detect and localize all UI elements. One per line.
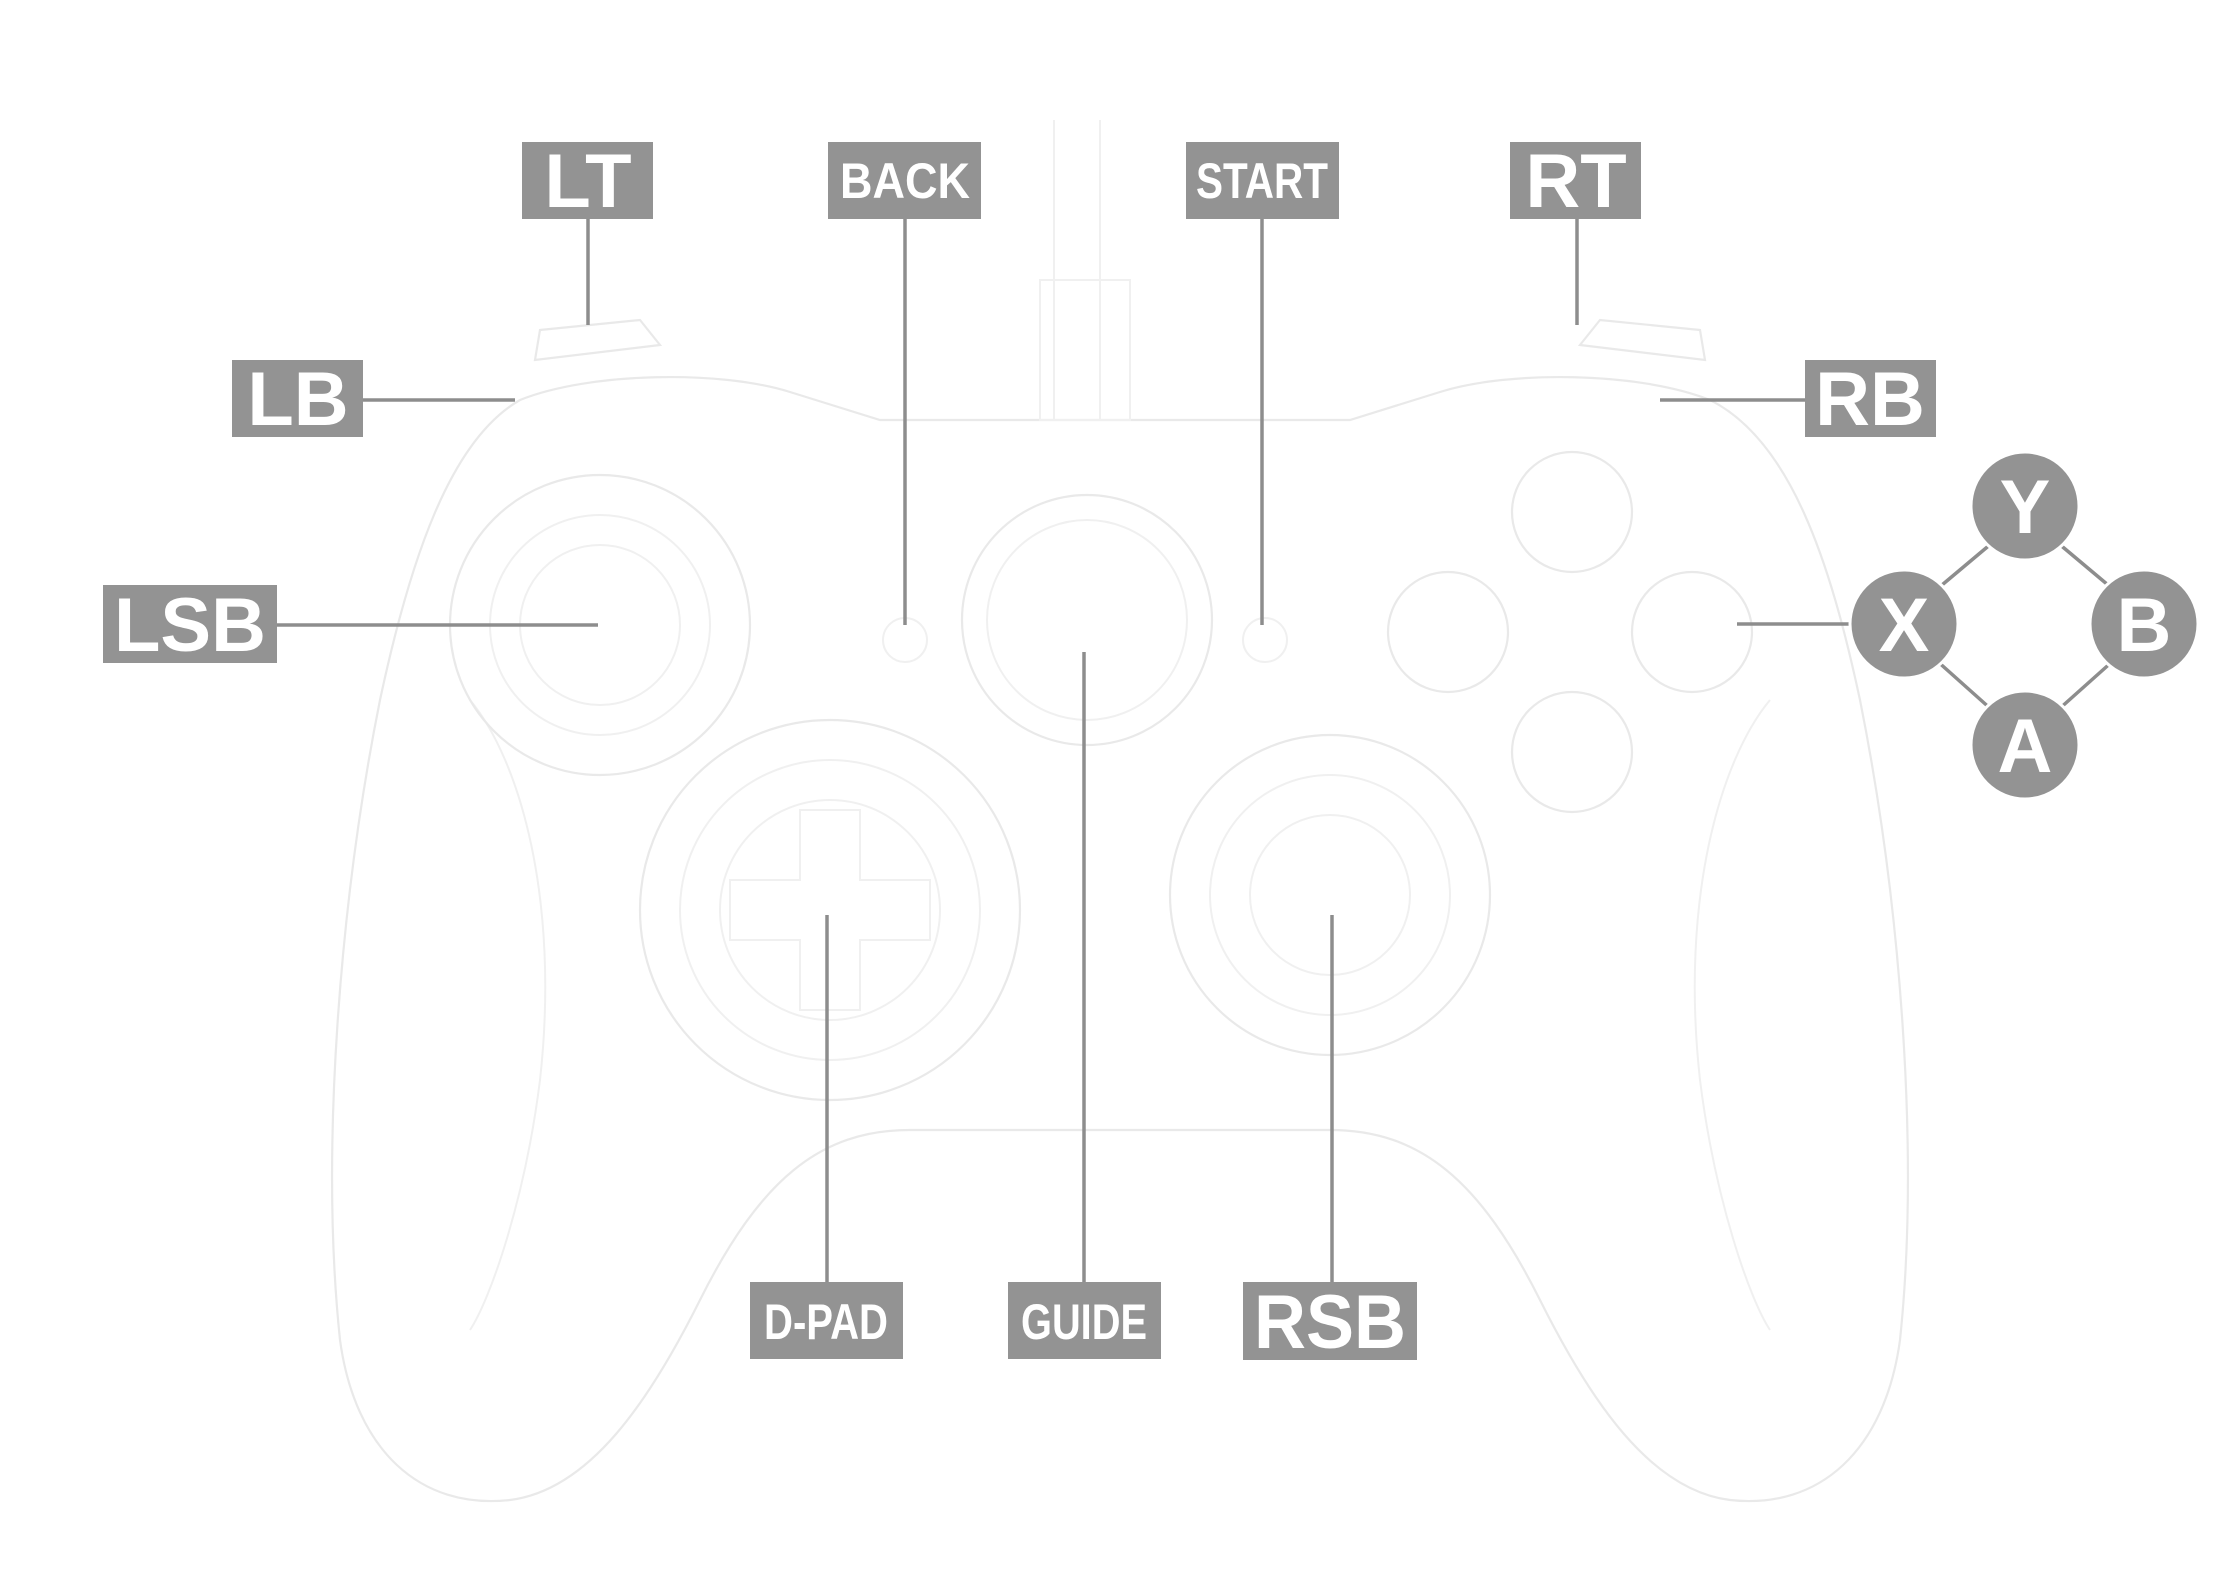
label-lb: LB xyxy=(232,357,363,442)
label-dpad-text: D-PAD xyxy=(764,1294,888,1350)
label-rb-text: RB xyxy=(1815,357,1925,442)
leader-lines xyxy=(276,218,2116,1282)
label-rt-text: RT xyxy=(1525,139,1626,224)
label-back-text: BACK xyxy=(840,153,970,209)
face-button-a-text: A xyxy=(1998,704,2053,789)
face-button-b: B xyxy=(2088,568,2200,680)
face-button-a: A xyxy=(1969,689,2081,801)
label-lt: LT xyxy=(522,139,653,224)
face-button-y-text: Y xyxy=(2000,465,2051,550)
label-rb: RB xyxy=(1805,357,1936,442)
label-dpad: D-PAD xyxy=(750,1282,903,1359)
label-lsb: LSB xyxy=(103,583,277,668)
label-back: BACK xyxy=(828,142,981,219)
label-rt: RT xyxy=(1510,139,1641,224)
face-button-y: Y xyxy=(1969,450,2081,562)
label-rsb: RSB xyxy=(1243,1280,1417,1365)
label-start-text: START xyxy=(1196,153,1328,209)
face-button-b-text: B xyxy=(2117,583,2172,668)
label-lb-text: LB xyxy=(247,357,348,442)
face-button-x-text: X xyxy=(1879,583,1930,668)
label-guide: GUIDE xyxy=(1008,1282,1161,1359)
label-rsb-text: RSB xyxy=(1254,1280,1406,1365)
label-lt-text: LT xyxy=(544,139,631,224)
label-lsb-text: LSB xyxy=(114,583,266,668)
label-guide-text: GUIDE xyxy=(1021,1294,1147,1350)
label-start: START xyxy=(1186,142,1339,219)
face-button-x: X xyxy=(1848,568,1960,680)
